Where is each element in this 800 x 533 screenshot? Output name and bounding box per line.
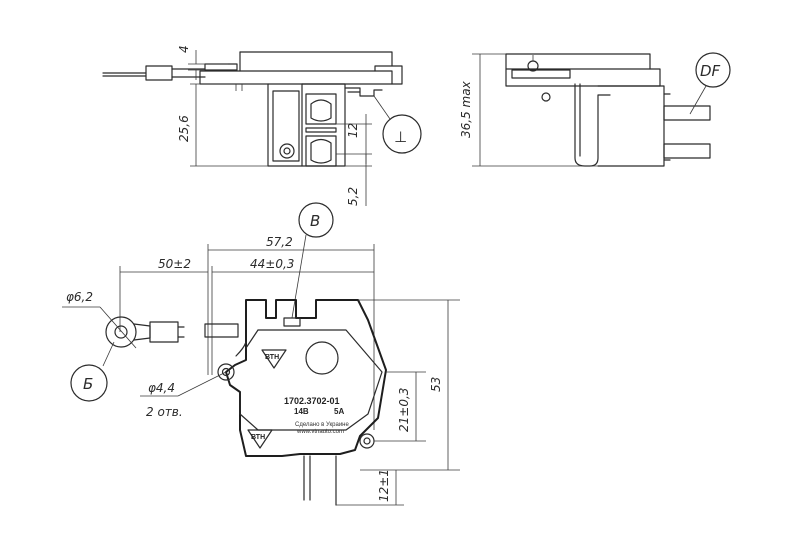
df-callout <box>695 52 731 88</box>
b-label: В <box>310 212 320 230</box>
dim-phi-6-2: φ6,2 <box>66 290 93 304</box>
dim-4: 4 <box>177 45 191 53</box>
dim-50: 50±2 <box>158 257 191 271</box>
dim-36-5-max: 36,5 max <box>459 80 473 138</box>
dim-5-2: 5,2 <box>346 187 360 206</box>
dim-25-6: 25,6 <box>177 115 191 142</box>
current: 5А <box>334 407 344 416</box>
dim-2-holes: 2 отв. <box>146 405 183 419</box>
regulator-housing <box>225 299 387 457</box>
dim-44: 44±0,3 <box>250 257 294 271</box>
front-view: 57,2 50±2 44±0,3 В φ6,2 Б <box>62 202 460 506</box>
dim-21: 21±0,3 <box>397 388 411 432</box>
ground-symbol: ⊥ <box>394 128 407 146</box>
logo-bottom: ВТН <box>251 434 265 441</box>
logo-top: ВТН <box>265 354 279 361</box>
dim-phi-4-4: φ4,4 <box>148 381 175 395</box>
b-cyr-label: Б <box>83 375 93 393</box>
side-view: 4 25,6 12 5,2 ⊥ <box>102 45 422 206</box>
b-callout <box>298 202 334 238</box>
end-view: DF 36,5 max <box>459 52 731 167</box>
ring-terminal <box>105 316 137 348</box>
voltage: 14В <box>294 407 309 416</box>
dim-57-2: 57,2 <box>266 235 293 249</box>
website: www.vtnauto.com <box>296 429 344 435</box>
df-label: DF <box>700 62 721 80</box>
dim-12-side: 12 <box>346 123 360 138</box>
dim-12-1: 12±1 <box>377 469 391 502</box>
made-in: Сделано в Украине <box>295 422 349 428</box>
b-cyr-callout <box>70 364 108 402</box>
ground-callout <box>382 114 422 154</box>
dim-53: 53 <box>429 377 443 392</box>
part-number: 1702.3702-01 <box>284 396 340 406</box>
